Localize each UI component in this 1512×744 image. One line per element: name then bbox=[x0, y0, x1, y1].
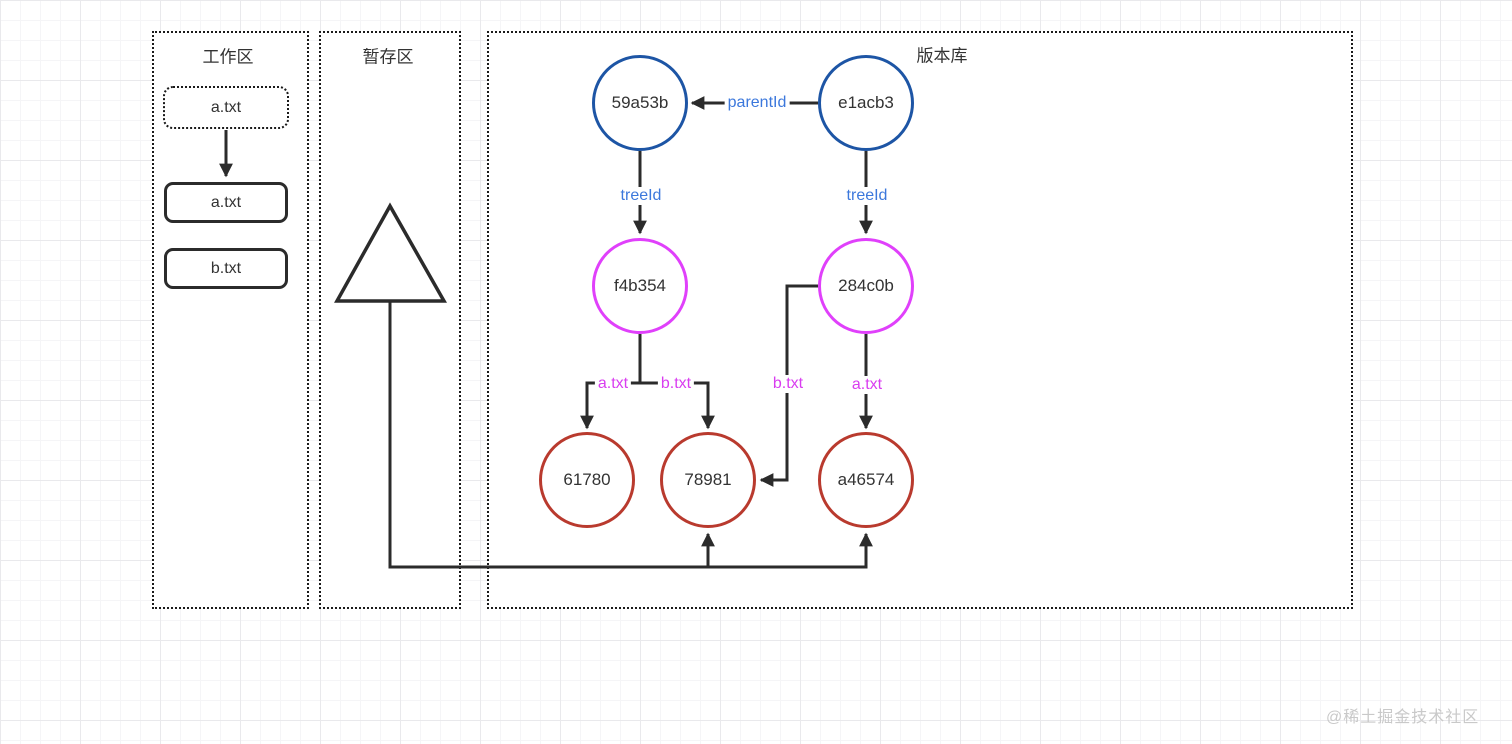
edge-label-btxt-vertical: b.txt bbox=[769, 375, 807, 393]
repository-title: 版本库 bbox=[916, 46, 968, 66]
file-a-tracked: a.txt bbox=[164, 182, 288, 223]
edge-label-atxt-left: a.txt bbox=[594, 375, 632, 393]
blob-node-78981: 78981 bbox=[660, 432, 756, 528]
edge-label-atxt-right: a.txt bbox=[848, 376, 886, 394]
region-staging-area bbox=[319, 31, 461, 609]
blob-node-a46574: a46574 bbox=[818, 432, 914, 528]
watermark: @稀土掘金技术社区 bbox=[1326, 709, 1480, 726]
edge-label-treeid-left: treeId bbox=[617, 187, 665, 205]
tree-node-f4b354: f4b354 bbox=[592, 238, 688, 334]
commit-node-59a53b: 59a53b bbox=[592, 55, 688, 151]
working-area-title: 工作区 bbox=[202, 47, 254, 67]
blob-node-61780: 61780 bbox=[539, 432, 635, 528]
file-b-tracked: b.txt bbox=[164, 248, 288, 289]
commit-node-e1acb3: e1acb3 bbox=[818, 55, 914, 151]
edge-label-treeid-right: treeId bbox=[843, 187, 891, 205]
staging-area-title: 暂存区 bbox=[362, 47, 414, 67]
edge-label-btxt-left: b.txt bbox=[657, 375, 695, 393]
edge-label-parentid: parentId bbox=[724, 94, 790, 112]
tree-node-284c0b: 284c0b bbox=[818, 238, 914, 334]
file-a-untracked: a.txt bbox=[163, 86, 289, 129]
